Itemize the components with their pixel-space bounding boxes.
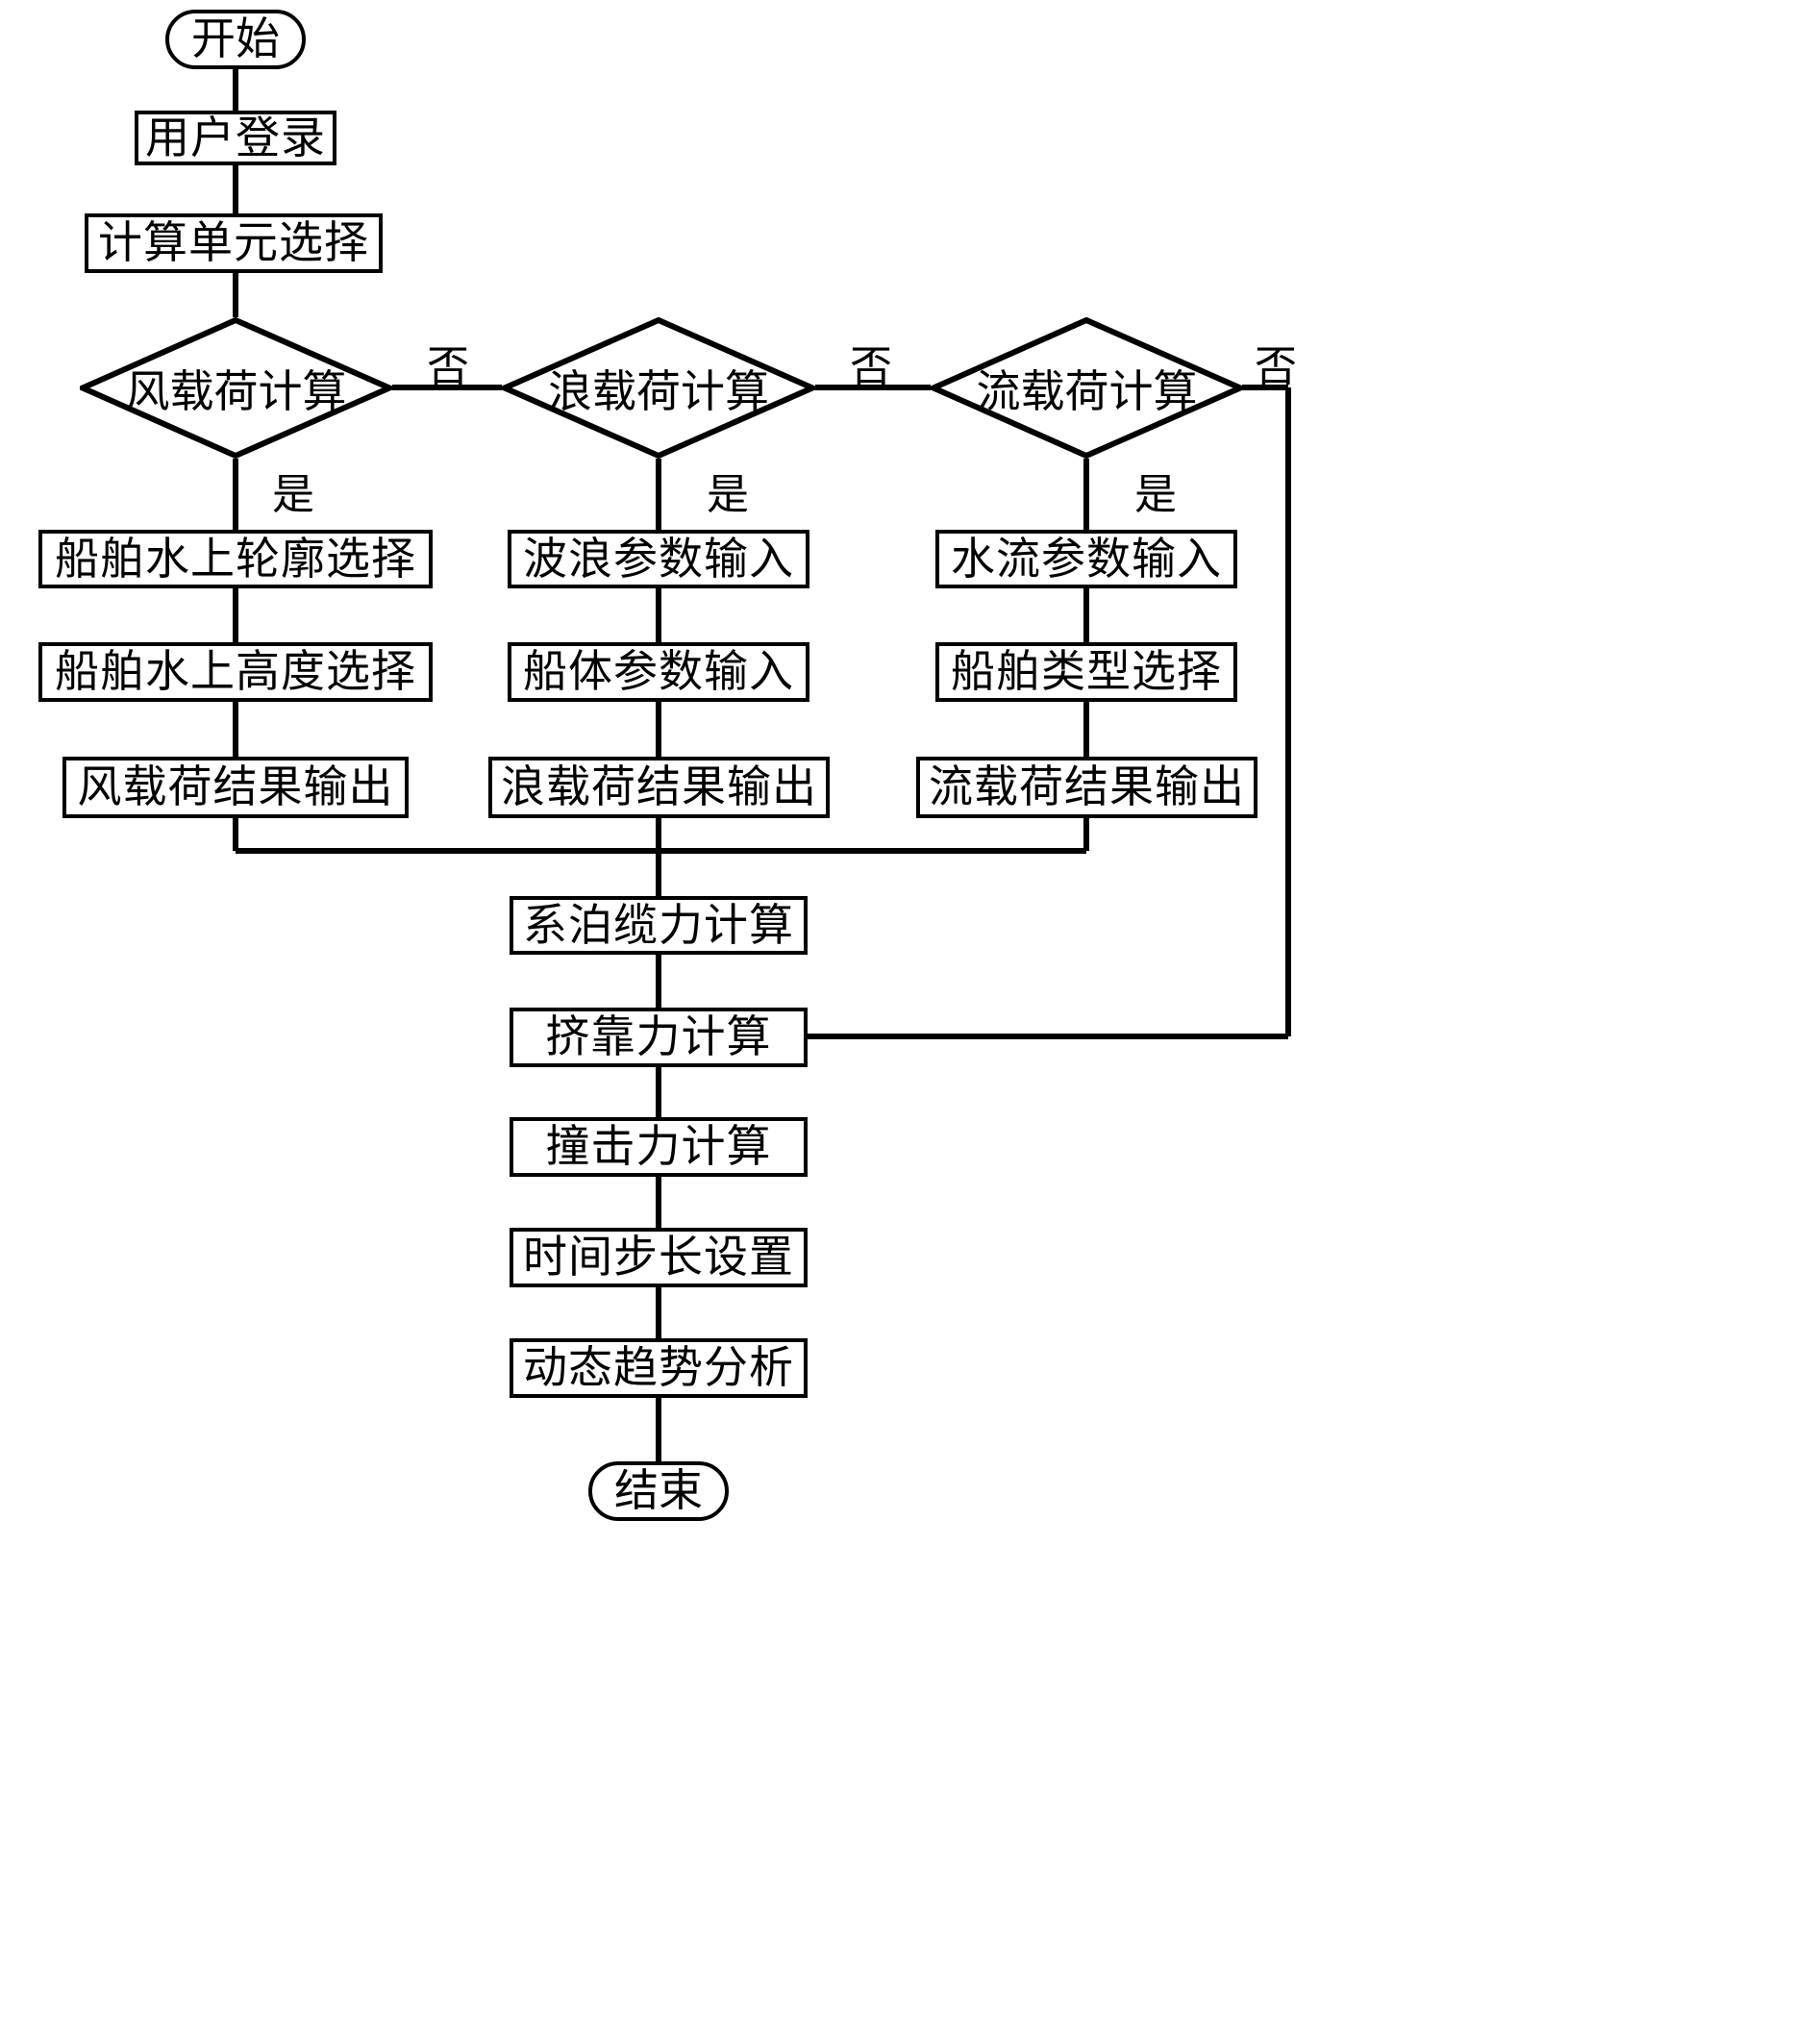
user-login-label: 用户登录 [145, 112, 326, 162]
edge-label-no-wind: 否 [427, 343, 469, 390]
wave-load-decision[interactable]: 浪载荷计算 [497, 316, 820, 460]
trend-analysis-box[interactable]: 动态趋势分析 [510, 1338, 808, 1398]
edge-label-no-current: 否 [1255, 343, 1297, 390]
current-step1-box[interactable]: 水流参数输入 [935, 530, 1237, 588]
mooring-force-box[interactable]: 系泊缆力计算 [510, 896, 808, 955]
impact-force-label: 撞击力计算 [545, 1122, 772, 1171]
start-terminator[interactable]: 开始 [165, 10, 306, 69]
wave-step1-box[interactable]: 波浪参数输入 [508, 530, 809, 588]
wind-load-decision-label: 风载荷计算 [125, 366, 347, 416]
end-label: 结束 [614, 1466, 703, 1515]
wave-step1-label: 波浪参数输入 [523, 534, 794, 584]
wave-load-decision-label: 浪载荷计算 [548, 366, 769, 416]
calculation-unit-select-label: 计算单元选择 [98, 218, 369, 267]
wave-step2-box[interactable]: 船体参数输入 [508, 642, 809, 702]
wind-step1-label: 船舶水上轮廓选择 [55, 534, 416, 584]
wind-load-decision[interactable]: 风载荷计算 [75, 316, 397, 460]
current-result-box[interactable]: 流载荷结果输出 [916, 757, 1257, 818]
end-terminator[interactable]: 结束 [588, 1461, 729, 1521]
current-load-decision[interactable]: 流载荷计算 [926, 316, 1248, 460]
time-step-box[interactable]: 时间步长设置 [510, 1228, 808, 1287]
wave-result-label: 浪载荷结果输出 [501, 762, 817, 811]
current-step2-box[interactable]: 船舶类型选择 [935, 642, 1237, 702]
current-load-decision-label: 流载荷计算 [976, 366, 1198, 416]
wind-load-decision-shape [75, 316, 397, 460]
squeeze-force-label: 挤靠力计算 [545, 1012, 772, 1061]
wind-result-box[interactable]: 风载荷结果输出 [62, 757, 409, 818]
edge-label-yes-wave: 是 [707, 471, 749, 518]
current-load-decision-shape [926, 316, 1248, 460]
wind-step2-label: 船舶水上高度选择 [55, 647, 416, 696]
user-login-box[interactable]: 用户登录 [135, 111, 336, 165]
wave-result-box[interactable]: 浪载荷结果输出 [488, 757, 830, 818]
wind-step2-box[interactable]: 船舶水上高度选择 [38, 642, 433, 702]
wave-step2-label: 船体参数输入 [523, 647, 794, 696]
current-step1-label: 水流参数输入 [951, 534, 1222, 584]
edge-label-no-wave: 否 [850, 343, 892, 390]
edge-label-yes-wind: 是 [272, 471, 314, 518]
edge-label-yes-current: 是 [1134, 471, 1177, 518]
mooring-force-label: 系泊缆力计算 [523, 900, 794, 950]
current-result-label: 流载荷结果输出 [929, 762, 1245, 811]
wind-step1-box[interactable]: 船舶水上轮廓选择 [38, 530, 433, 588]
calculation-unit-select-box[interactable]: 计算单元选择 [85, 213, 383, 273]
current-step2-label: 船舶类型选择 [951, 647, 1222, 696]
wind-result-label: 风载荷结果输出 [77, 762, 394, 811]
squeeze-force-box[interactable]: 挤靠力计算 [510, 1008, 808, 1067]
impact-force-box[interactable]: 撞击力计算 [510, 1117, 808, 1177]
trend-analysis-label: 动态趋势分析 [523, 1343, 794, 1392]
start-label: 开始 [191, 14, 280, 63]
wave-load-decision-shape [497, 316, 820, 460]
time-step-label: 时间步长设置 [523, 1233, 794, 1282]
